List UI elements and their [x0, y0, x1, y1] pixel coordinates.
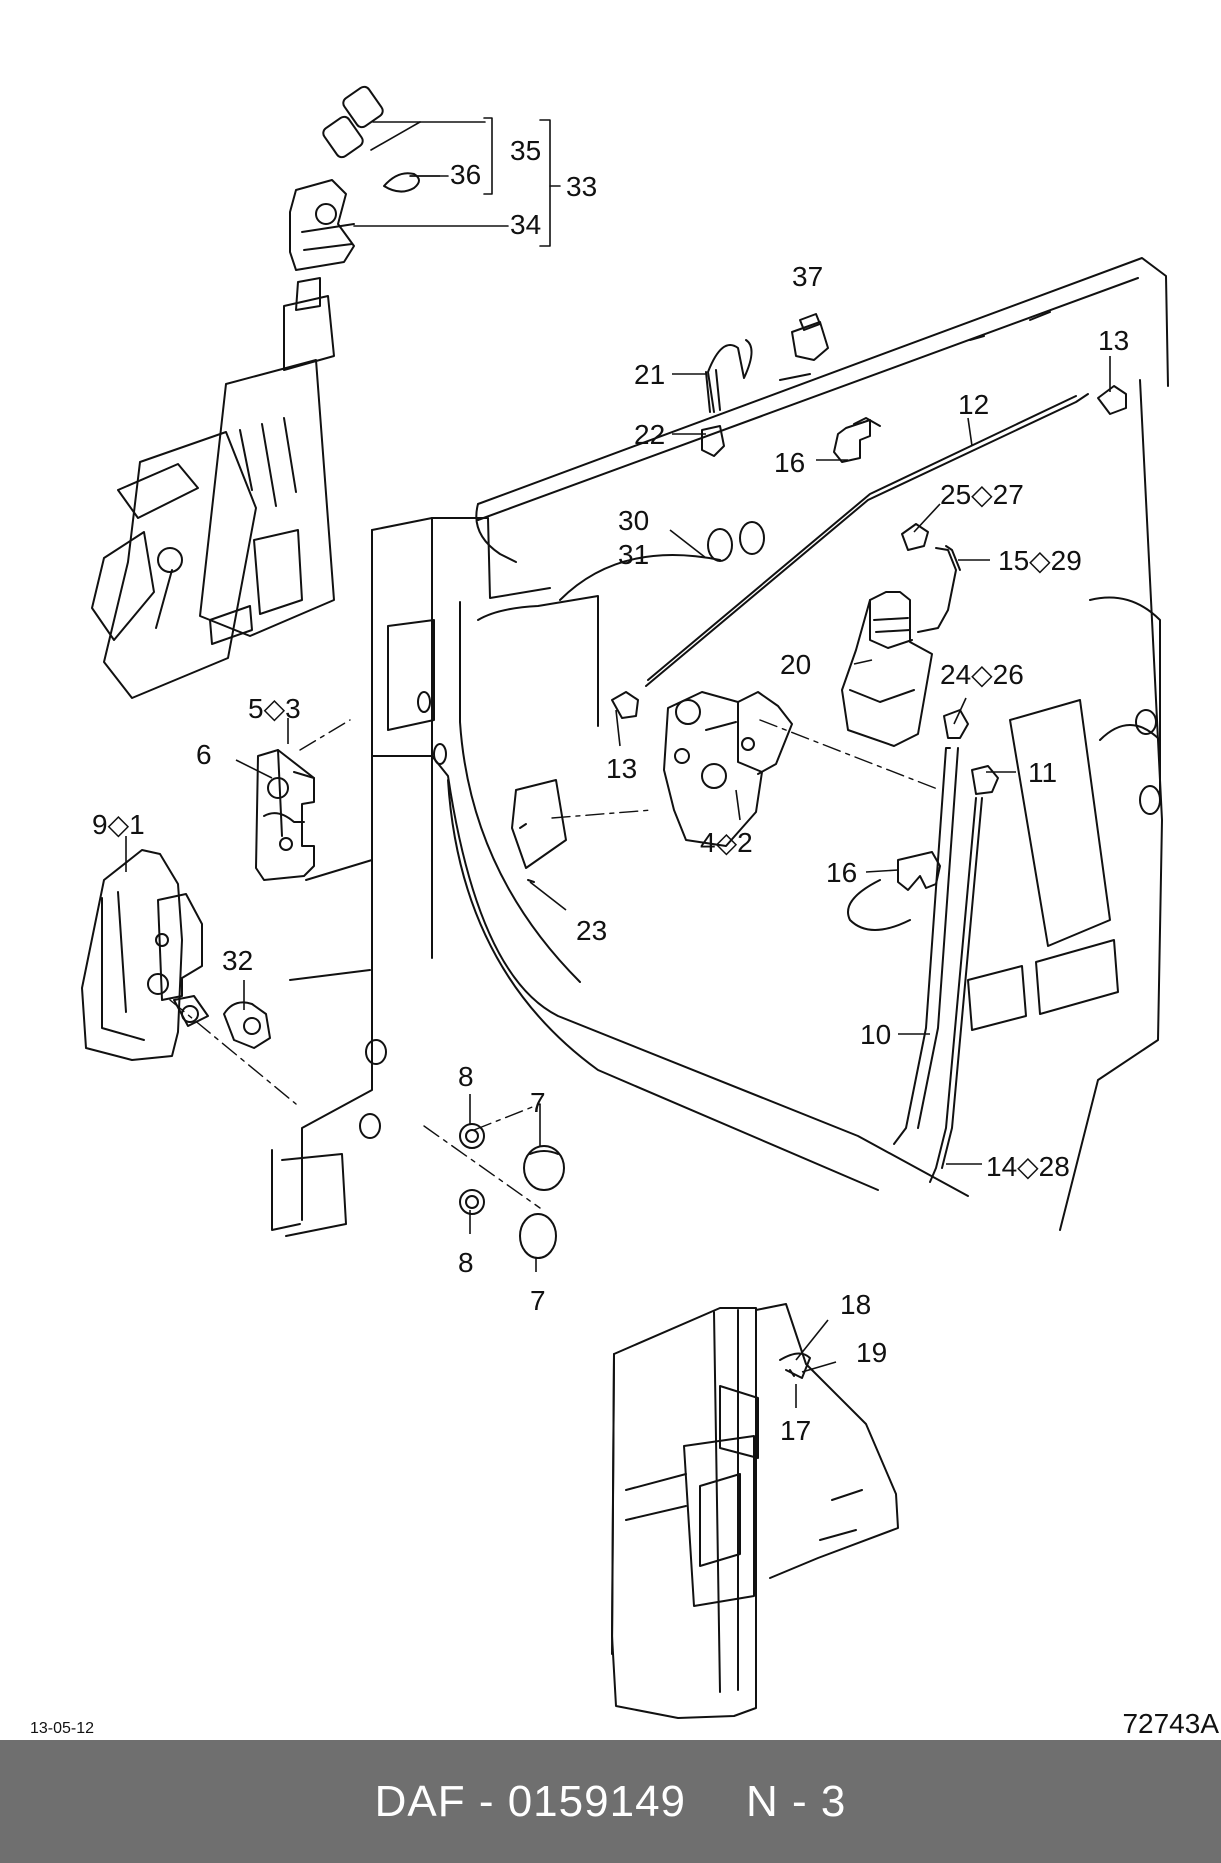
callout-20: 20 — [780, 649, 811, 680]
callout-16-upper: 16 — [774, 447, 805, 478]
callout-30: 30 — [618, 505, 649, 536]
grommet-8-lower — [459, 1189, 485, 1215]
latch-4 — [663, 691, 793, 847]
pillar-detail — [611, 1303, 899, 1719]
callout-36: 36 — [450, 159, 481, 190]
callout-14-28: 14◇28 — [986, 1151, 1070, 1182]
callout-5-3: 5◇3 — [248, 693, 301, 724]
rod-12 — [645, 393, 1089, 687]
callout-7-upper: 7 — [530, 1087, 546, 1118]
clip-16-upper — [833, 417, 881, 463]
callout-4-2: 4◇2 — [700, 827, 753, 858]
callout-34: 34 — [510, 209, 541, 240]
door-handle-9 — [81, 849, 209, 1061]
drawing-reference: 72743A — [1122, 1708, 1219, 1739]
clip-22 — [701, 425, 725, 457]
door-frame — [271, 257, 1169, 1237]
callout-17: 17 — [780, 1415, 811, 1446]
callout-7-lower: 7 — [530, 1285, 546, 1316]
actuator-20 — [841, 591, 933, 747]
rod-14 — [929, 797, 983, 1183]
clip-13-upper — [1097, 385, 1127, 415]
rod-10 — [893, 747, 959, 1145]
callout-23: 23 — [576, 915, 607, 946]
callout-22: 22 — [634, 419, 665, 450]
callout-21: 21 — [634, 359, 665, 390]
callout-10: 10 — [860, 1019, 891, 1050]
callout-37: 37 — [792, 261, 823, 292]
striker-plate-6 — [255, 749, 315, 881]
clip-16-lower — [897, 851, 941, 891]
callout-13-lower: 13 — [606, 753, 637, 784]
callout-11: 11 — [1028, 757, 1057, 788]
callout-19: 19 — [856, 1337, 887, 1368]
page-code: N - 3 — [746, 1776, 847, 1826]
grommet-8-upper — [459, 1123, 485, 1149]
cap-7-upper — [523, 1145, 565, 1191]
footer-bar: DAF - 0159149 N - 3 — [0, 1740, 1221, 1863]
ignition-lock-assembly — [289, 85, 420, 271]
part-number: DAF - 0159149 — [374, 1776, 687, 1826]
clip-24 — [943, 709, 969, 739]
callout-8-lower: 8 — [458, 1247, 474, 1278]
callout-16-lower: 16 — [826, 857, 857, 888]
parts-diagram: 35 36 33 34 37 21 22 16 12 13 30 31 25◇2… — [81, 85, 1169, 1719]
callout-8-upper: 8 — [458, 1061, 474, 1092]
callout-15-29: 15◇29 — [998, 545, 1082, 576]
callout-31: 31 — [618, 539, 649, 570]
rod-21 — [705, 339, 753, 413]
clip-11 — [971, 765, 999, 795]
clip-37 — [791, 313, 829, 361]
clip-25 — [901, 523, 929, 551]
cap-7-lower — [519, 1213, 557, 1259]
clip-13-lower — [611, 691, 639, 719]
callout-33: 33 — [566, 171, 597, 202]
rod-15 — [917, 545, 961, 633]
steering-column — [91, 277, 335, 699]
callout-12: 12 — [958, 389, 989, 420]
callout-24-26: 24◇26 — [940, 659, 1024, 690]
callout-25-27: 25◇27 — [940, 479, 1024, 510]
callout-13-upper: 13 — [1098, 325, 1129, 356]
callout-18: 18 — [840, 1289, 871, 1320]
callout-32: 32 — [222, 945, 253, 976]
drawing-date: 13-05-12 — [30, 1720, 95, 1737]
callout-6: 6 — [196, 739, 212, 770]
callout-9-1: 9◇1 — [92, 809, 145, 840]
bush-32 — [223, 1001, 271, 1049]
callout-35: 35 — [510, 135, 541, 166]
